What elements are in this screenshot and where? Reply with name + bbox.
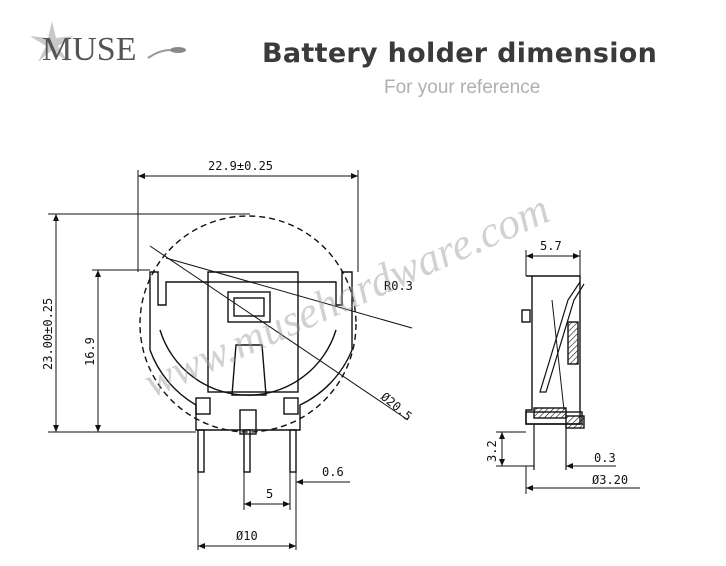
contact-spring (231, 344, 267, 396)
contact-frame (207, 281, 299, 393)
contact-window-inner (233, 297, 265, 317)
side-view (496, 250, 640, 494)
foot-left (195, 397, 211, 415)
height-dim-label: 23.00±0.25 (41, 298, 55, 370)
pin-thickness-dim-label: 0.6 (322, 465, 344, 479)
side-width-dim-label: 5.7 (540, 239, 562, 253)
inner-height-dim-label: 16.9 (83, 337, 97, 366)
page-title: Battery holder dimension (262, 38, 658, 69)
foot-right (283, 397, 299, 415)
pin-right (289, 429, 297, 473)
logo-text: MUSE (42, 31, 136, 68)
side-notch (521, 309, 531, 323)
holder-body (149, 271, 353, 431)
pin-span-dim-label: Ø10 (236, 529, 258, 543)
logo-dot-icon (170, 47, 186, 53)
pin-center (243, 429, 251, 473)
radius-leader (165, 257, 413, 329)
diameter-dim-label: Ø20.5 (378, 390, 415, 424)
radius-dim-label: R0.3 (384, 279, 413, 293)
side-height-dim-label: 3.2 (485, 440, 499, 462)
battery-outline-dashed (139, 215, 357, 433)
logo-star-icon (30, 21, 74, 62)
watermark-text: www.musehardware.com (136, 184, 556, 407)
side-pin-dim-label: Ø3.20 (592, 473, 628, 487)
side-hatch-upper (567, 321, 579, 365)
side-hatch-base (533, 407, 567, 419)
side-spring (539, 281, 585, 393)
center-pin-block (239, 409, 257, 435)
side-thickness-dim-label: 0.3 (594, 451, 616, 465)
page-subtitle: For your reference (384, 77, 541, 98)
contact-window (227, 291, 271, 323)
pin-left (197, 429, 205, 473)
width-dim-label: 22.9±0.25 (208, 159, 273, 173)
diameter-leader (149, 245, 409, 421)
front-view (48, 170, 413, 550)
muse-logo: MUSE (30, 21, 186, 68)
pin-spacing-dim-label: 5 (266, 487, 273, 501)
